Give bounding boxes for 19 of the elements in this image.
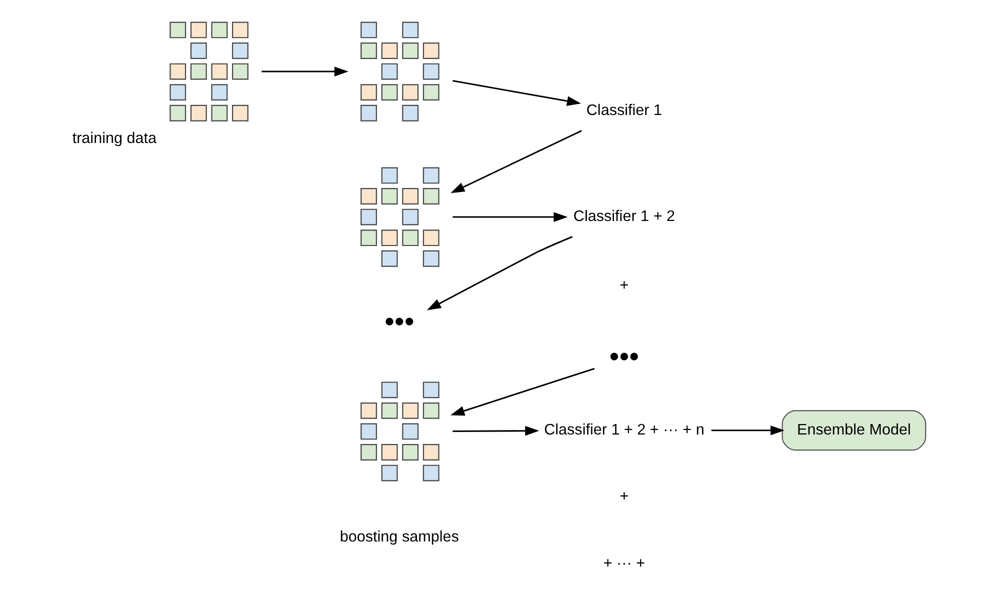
arrow (262, 66, 348, 76)
node-text: Classifier 1 (586, 102, 662, 119)
label: boosting samples (340, 528, 459, 546)
arrow (452, 80, 582, 106)
label: + ··· + (603, 554, 646, 572)
node-box: Ensemble Model (782, 410, 926, 451)
node-text: Classifier 1 + 2 + ··· + n (544, 421, 704, 438)
node-text: ••• (384, 306, 414, 338)
node-text: Classifier 1 + 2 (573, 208, 676, 226)
arrow (711, 425, 785, 436)
arrow (450, 368, 595, 416)
arrow (452, 212, 568, 222)
arrow (426, 236, 573, 310)
node-label: training data (72, 130, 157, 147)
label: + (620, 277, 629, 294)
arrow (452, 426, 540, 436)
arrow (450, 130, 582, 194)
label: + (620, 488, 629, 506)
node-text: ••• (609, 341, 640, 374)
